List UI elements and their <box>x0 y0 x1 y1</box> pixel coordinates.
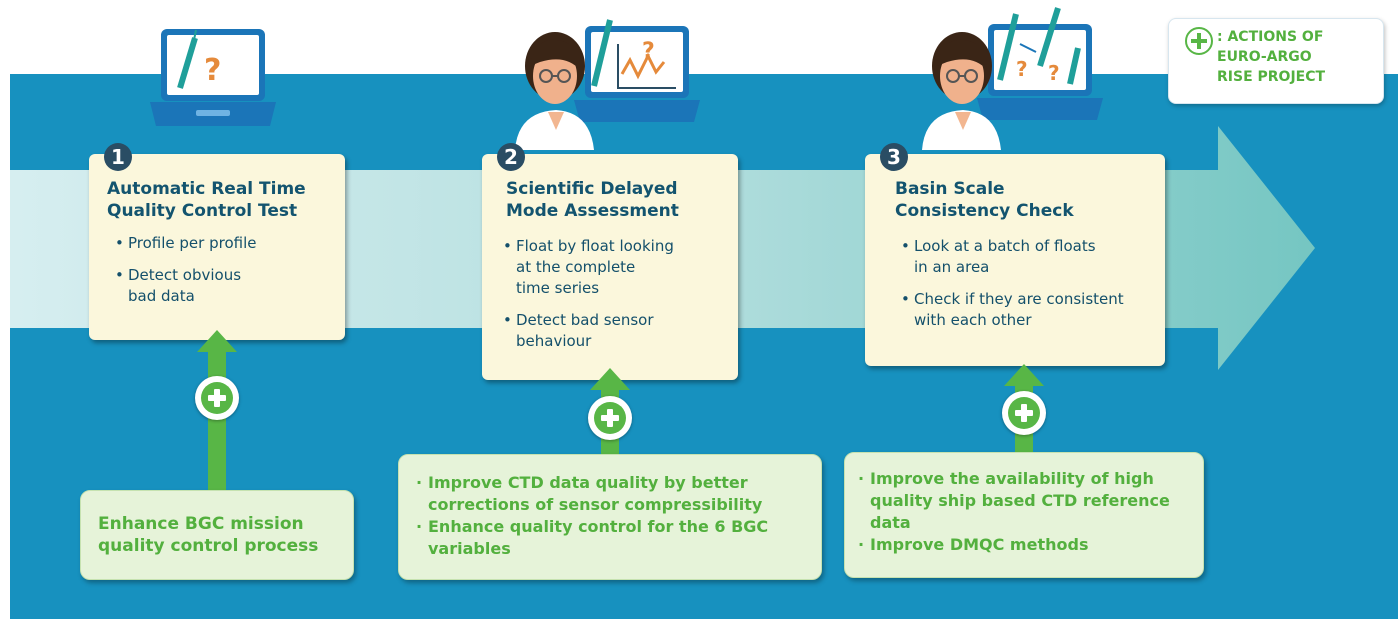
legend-label: : ACTIONS OF EURO-ARGO RISE PROJECT <box>1217 29 1326 85</box>
step-bullet: Look at a batch of floats in an area <box>900 236 1162 278</box>
legend-box: : ACTIONS OF EURO-ARGO RISE PROJECT <box>1168 18 1384 104</box>
step-bullet-list: Look at a batch of floats in an area Che… <box>900 236 1162 342</box>
plus-icon <box>195 376 239 420</box>
action-list: Improve CTD data quality by better corre… <box>416 472 816 560</box>
step-number-badge: 2 <box>497 143 525 171</box>
laptop-float-question-icon: ? <box>150 29 276 126</box>
step-bullet: Profile per profile <box>114 233 339 254</box>
scientist-laptop-timeseries-icon: ? <box>515 19 700 150</box>
step-number-badge: 1 <box>104 143 132 171</box>
action-item: Improve DMQC methods <box>858 534 1198 556</box>
arrow-head-icon <box>590 368 630 390</box>
svg-text:?: ? <box>642 39 655 64</box>
action-box-1 <box>80 490 354 580</box>
step-bullet: Check if they are consistent with each o… <box>900 289 1162 331</box>
arrow-head-icon <box>1004 364 1044 386</box>
svg-text:?: ? <box>1016 57 1028 81</box>
step-bullet: Detect bad sensor behaviour <box>502 310 732 352</box>
plus-icon <box>1002 391 1046 435</box>
scientist-laptop-multiple-floats-icon: ? ? <box>922 7 1103 150</box>
step-bullet: Detect obvious bad data <box>114 265 339 307</box>
step-bullet-list: Profile per profile Detect obvious bad d… <box>114 233 339 318</box>
action-item: Enhance quality control for the 6 BGC va… <box>416 516 816 560</box>
action-list: Improve the availability of high quality… <box>858 468 1198 556</box>
svg-text:?: ? <box>204 53 221 88</box>
step-bullet: Float by float looking at the complete t… <box>502 236 732 299</box>
action-item: Improve CTD data quality by better corre… <box>416 472 816 516</box>
plus-icon <box>1185 27 1213 55</box>
action-text: Enhance BGC mission quality control proc… <box>98 514 319 556</box>
plus-icon <box>588 396 632 440</box>
step-bullet-list: Float by float looking at the complete t… <box>502 236 732 363</box>
step-number-badge: 3 <box>880 143 908 171</box>
action-connector-arrow <box>208 350 226 492</box>
svg-text:?: ? <box>1048 61 1060 85</box>
arrow-head-icon <box>197 330 237 352</box>
action-item: Improve the availability of high quality… <box>858 468 1198 534</box>
